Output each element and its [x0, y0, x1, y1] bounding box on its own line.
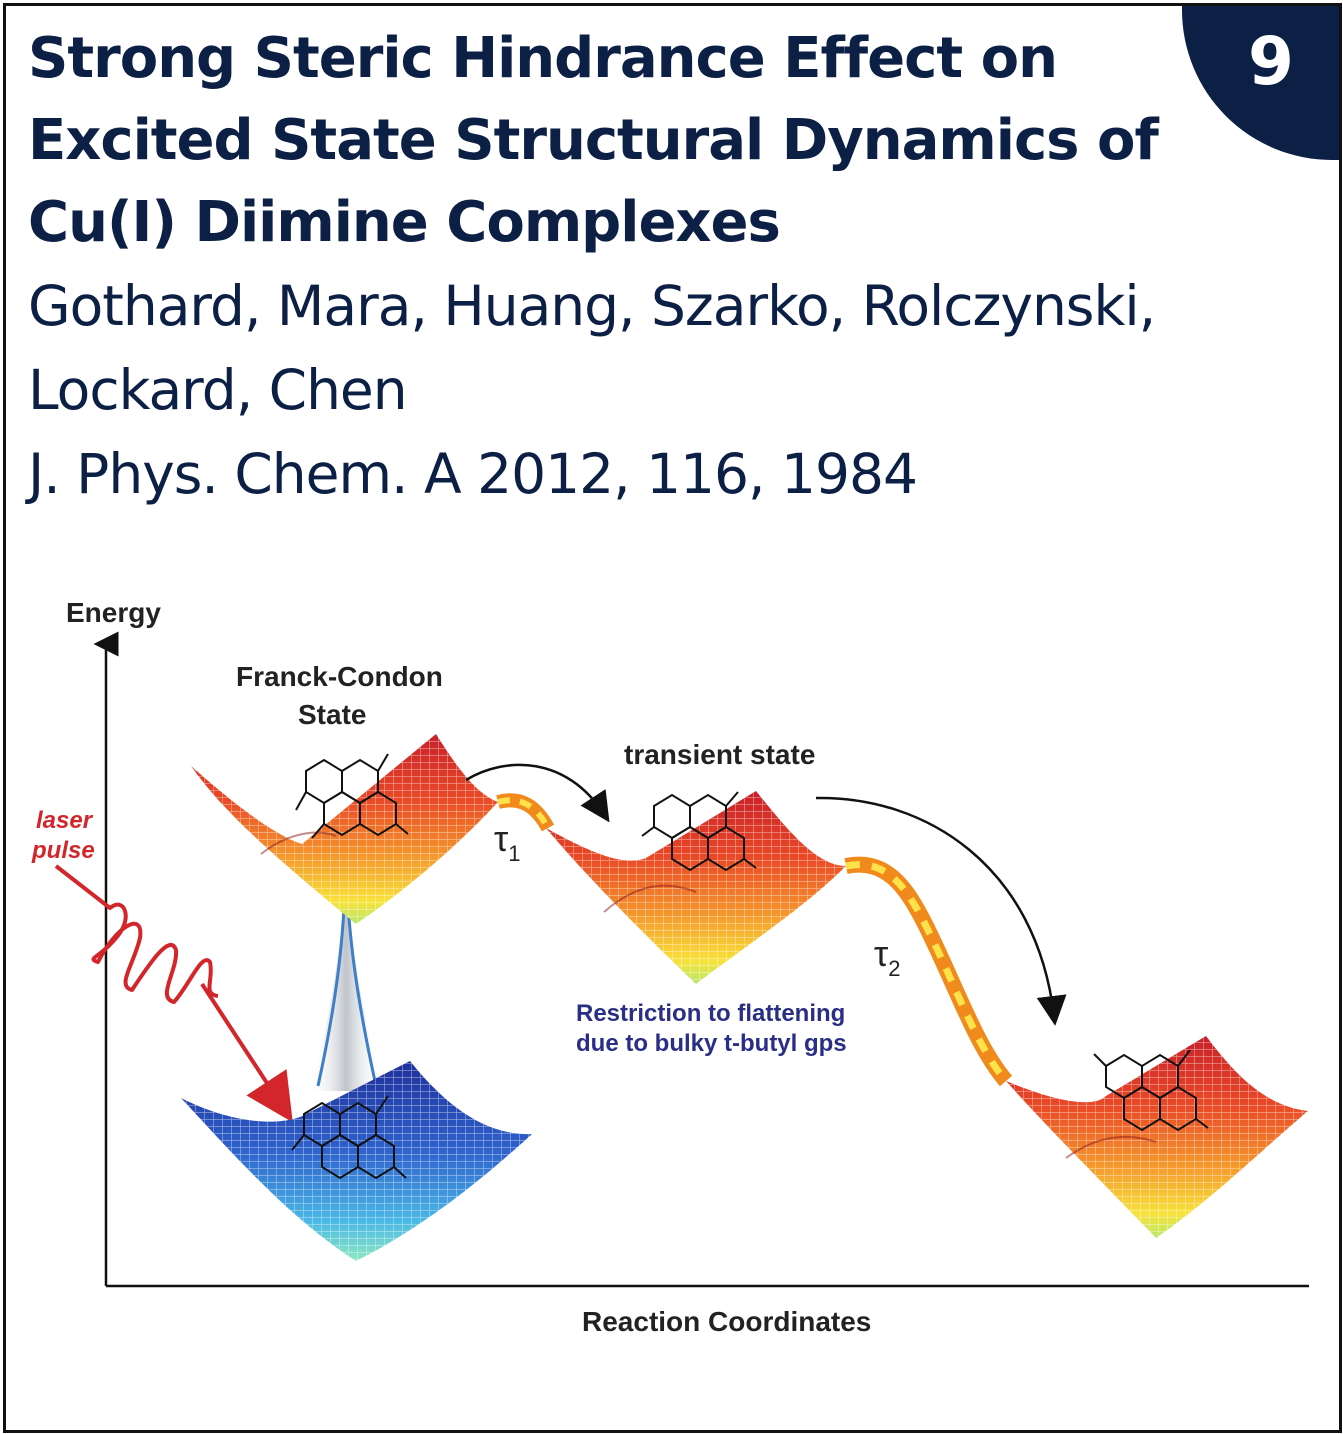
molecule-fc — [295, 753, 409, 839]
slide-frame: 9 Strong Steric Hindrance Effect on Exci… — [3, 3, 1342, 1433]
ground-state-surface — [181, 1061, 532, 1261]
laser-label-line2: pulse — [31, 837, 95, 864]
slide-number-badge: 9 — [1182, 6, 1339, 160]
fc-label-line1: Franck-Condon — [236, 661, 443, 692]
fc-label-line2: State — [298, 699, 366, 730]
final-state-surface — [1006, 1036, 1308, 1238]
curved-arrow-2 — [815, 796, 1067, 1026]
molecule-ground — [291, 1095, 407, 1180]
transient-label: transient state — [624, 739, 815, 770]
tau1-label: τ1 — [494, 818, 520, 866]
franck-condon-surface — [191, 734, 498, 924]
y-axis-label: Energy — [66, 597, 161, 628]
laser-pulse-wave — [54, 864, 219, 1004]
energy-diagram: Energy Reaction Coordinates laser pulse … — [31, 597, 1309, 1337]
paper-authors: Gothard, Mara, Huang, Szarko, Rolczynski… — [28, 274, 1156, 422]
tau2-label: τ2 — [874, 933, 900, 981]
curved-arrow-1 — [465, 763, 610, 823]
slide-number: 9 — [1248, 23, 1294, 100]
x-axis-label: Reaction Coordinates — [582, 1306, 871, 1337]
paper-citation: J. Phys. Chem. A 2012, 116, 1984 — [28, 442, 918, 506]
laser-label-line1: laser — [36, 807, 94, 834]
laser-pulse-arrow — [200, 982, 293, 1123]
transient-surface — [546, 791, 846, 984]
molecule-transient — [641, 791, 757, 872]
paper-title: Strong Steric Hindrance Effect on Excite… — [28, 26, 1159, 255]
note-line2: due to bulky t-butyl gps — [576, 1030, 847, 1057]
molecule-final — [1093, 1049, 1209, 1132]
note-line1: Restriction to flattening — [576, 1000, 845, 1027]
